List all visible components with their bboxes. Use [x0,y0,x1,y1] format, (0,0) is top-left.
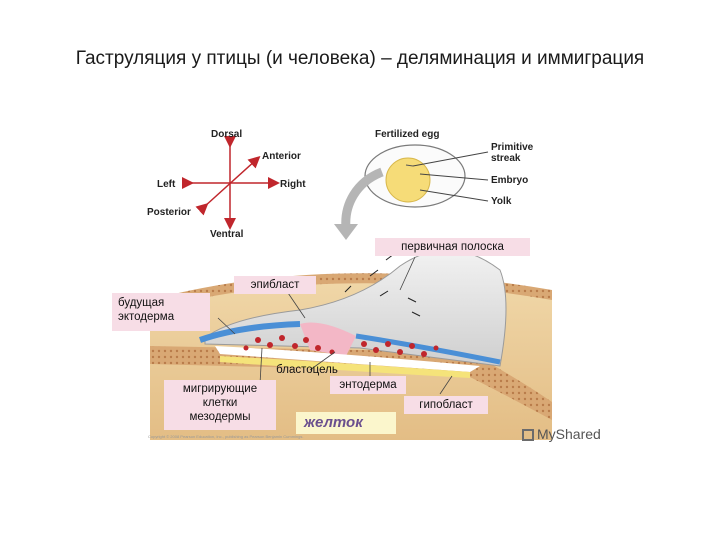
label-migrating-cells-line-1: мигрирующие [164,382,276,396]
egg-title: Fertilized egg [375,129,439,140]
egg-primitive-streak-2: streak [491,153,521,164]
label-hypoblast: гипобласт [404,396,488,414]
label-epiblast: эпибласт [234,276,316,294]
label-future-ectoderm: будущая эктодерма [112,293,210,331]
egg-embryo: Embryo [491,175,528,186]
axis-compass: Dorsal Anterior Left Right Posterior Ven… [147,129,306,240]
egg-yolk [386,158,430,202]
axis-anterior: Anterior [262,151,301,162]
label-migrating-cells-line-3: мезодермы [164,410,276,424]
myshared-text: MyShared [537,426,601,442]
label-primitive-streak: первичная полоска [375,238,530,256]
egg-inset: Fertilized egg Primitive streak Embryo Y… [334,129,534,240]
label-endoderm: энтодерма [330,376,406,394]
copyright-text: Copyright © 2008 Pearson Education, Inc.… [148,434,303,439]
label-yolk: желток [296,412,396,434]
axis-left: Left [157,179,176,190]
axis-ventral: Ventral [210,229,244,240]
axis-posterior: Posterior [147,207,191,218]
label-migrating-cells: мигрирующие клетки мезодермы [164,380,276,430]
label-future-ectoderm-line-1: будущая [118,296,204,310]
label-migrating-cells-line-2: клетки [164,396,276,410]
axis-dorsal: Dorsal [211,129,242,140]
axis-right: Right [280,179,306,190]
label-future-ectoderm-line-2: эктодерма [118,310,204,324]
egg-yolk-label: Yolk [491,196,512,207]
myshared-logo-icon [522,429,534,441]
myshared-watermark[interactable]: MyShared [522,426,601,442]
egg-primitive-streak-1: Primitive [491,142,534,153]
